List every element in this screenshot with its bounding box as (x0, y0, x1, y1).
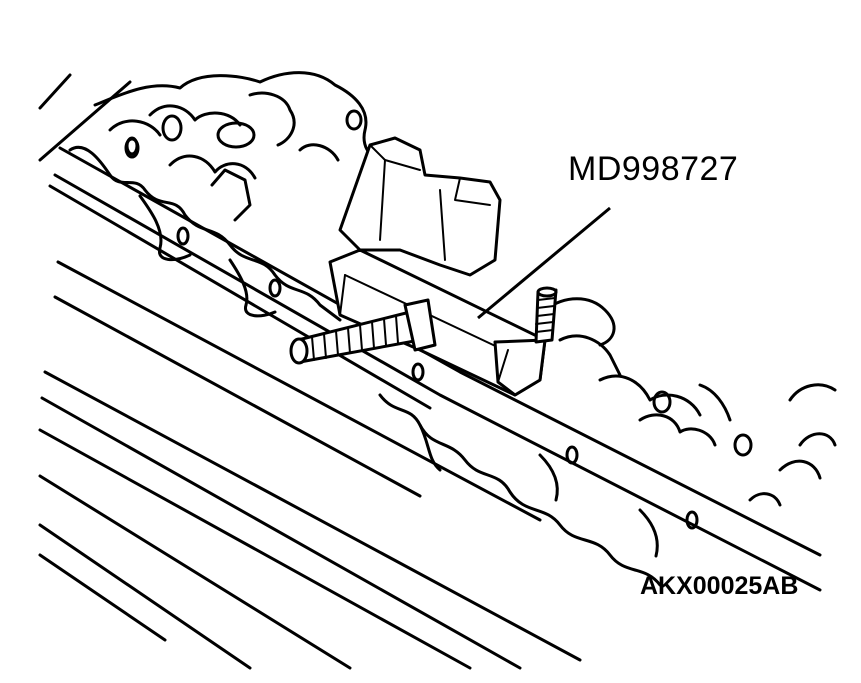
central-casting (338, 136, 502, 277)
figure-code: AKX00025AB (640, 572, 799, 600)
upper-castings (93, 71, 397, 222)
right-castings (543, 297, 837, 507)
tool-pin (534, 286, 558, 344)
tool-callout-label: MD998727 (568, 150, 739, 188)
callout-leader-line (477, 206, 611, 320)
special-tool-body (328, 248, 547, 397)
valve-body-flange (68, 136, 699, 587)
case-edge-lines (38, 260, 582, 670)
threaded-bolt (289, 298, 437, 365)
